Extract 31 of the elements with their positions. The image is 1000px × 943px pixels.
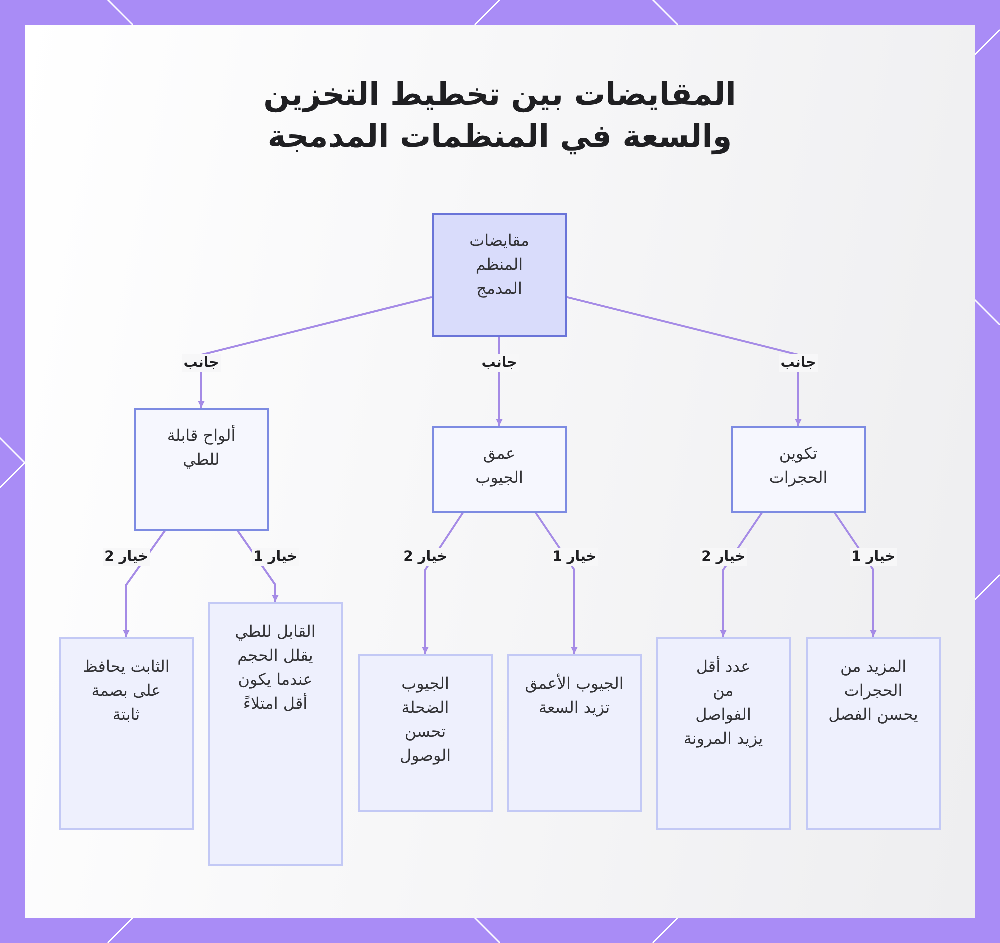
- node-label: عدد أقل من الفواصل يزيد المرونة: [684, 655, 764, 750]
- connector-arrow: [198, 296, 432, 408]
- node-label: مقايضات المنظم المدمج: [468, 230, 530, 300]
- node-label: القابل للطي يقلل الحجم عندما يكون أقل امتلاءً: [234, 621, 317, 715]
- edge-label: خيار 2: [700, 548, 748, 566]
- edge-label: جانب: [778, 354, 818, 372]
- node-label: الثابت يحافظ على بصمة ثابتة: [82, 656, 171, 726]
- node-label: الجيوب الأعمق تزيد السعة: [524, 672, 624, 719]
- tree-node-box: [432, 213, 567, 337]
- tree-node-box: [134, 408, 269, 531]
- edge-label: خيار 2: [102, 548, 150, 566]
- tree-node-box: [59, 637, 194, 830]
- edge-label: خيار 2: [402, 548, 450, 566]
- tree-node-box: [656, 637, 791, 830]
- tree-node-box: [432, 426, 567, 513]
- node-label: ألواح قابلة للطي: [166, 424, 237, 471]
- connector-arrow: [566, 296, 802, 426]
- tree-node-box: [507, 654, 642, 812]
- node-label: الجيوب الضحلة تحسن الوصول: [398, 673, 452, 767]
- node-label: تكوين الحجرات: [768, 443, 829, 489]
- connector-arrow: [123, 530, 166, 637]
- tree-node-box: [358, 654, 493, 812]
- edge-label: جانب: [182, 354, 222, 372]
- edge-label: خيار 1: [850, 548, 898, 566]
- tree-node-box: [208, 602, 343, 866]
- edge-label: خيار 1: [252, 548, 300, 566]
- tree-node-box: [806, 637, 941, 830]
- tree-node-box: [731, 426, 866, 513]
- node-label: عمق الجيوب: [474, 443, 524, 489]
- node-label: المزيد من الحجرات يحسن الفصل: [828, 656, 920, 726]
- diagram-title: المقايضات بين تخطيط التخزين والسعة في المنظمات المدمجة: [262, 76, 738, 157]
